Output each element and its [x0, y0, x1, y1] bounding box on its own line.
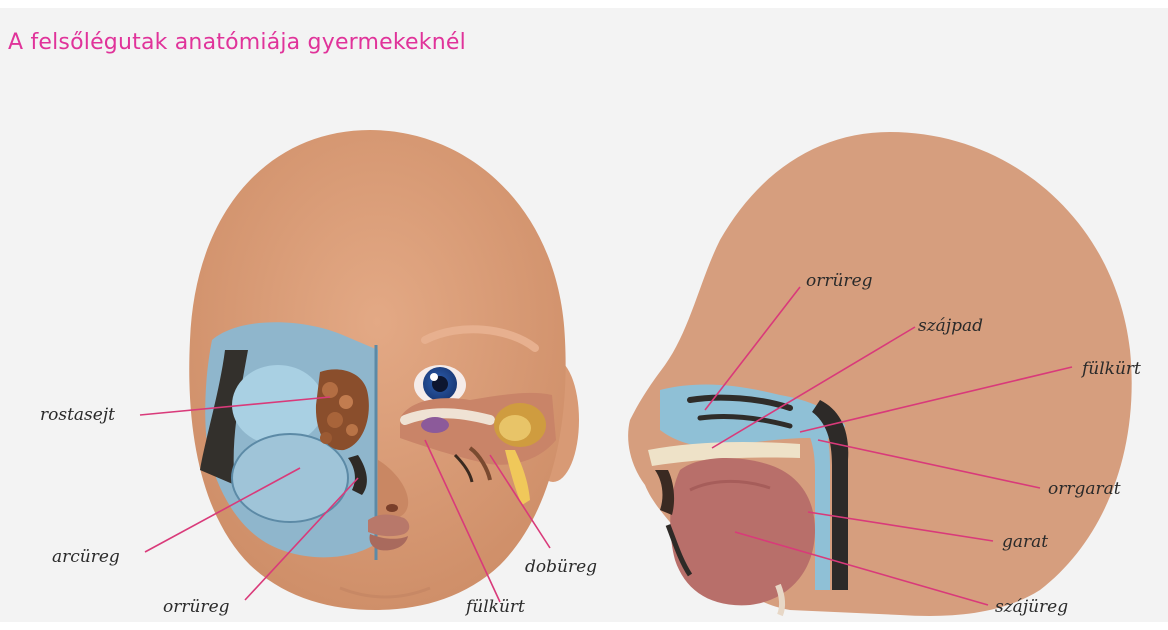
label-szajpad: szájpad	[918, 316, 983, 336]
label-arcureg: arcüreg	[52, 547, 120, 567]
label-orrgarat: orrgarat	[1048, 479, 1121, 499]
label-rostasejt: rostasejt	[40, 405, 115, 425]
upper-lip	[368, 515, 409, 537]
tongue-oral-cavity	[670, 458, 815, 605]
maxillary-sinus-shape	[232, 434, 348, 522]
auditory-tube-cells	[421, 417, 449, 433]
label-dobureg: dobüreg	[525, 557, 597, 577]
side-head	[628, 132, 1132, 616]
label-orrureg-side: orrüreg	[806, 271, 873, 291]
label-fulkurt-side: fülkürt	[1080, 359, 1141, 379]
label-szajureg: szájüreg	[995, 597, 1068, 617]
label-garat: garat	[1002, 532, 1048, 552]
label-orrureg-front: orrüreg	[163, 597, 230, 617]
label-fulkurt-front: fülkürt	[464, 597, 525, 617]
front-head	[189, 130, 579, 610]
